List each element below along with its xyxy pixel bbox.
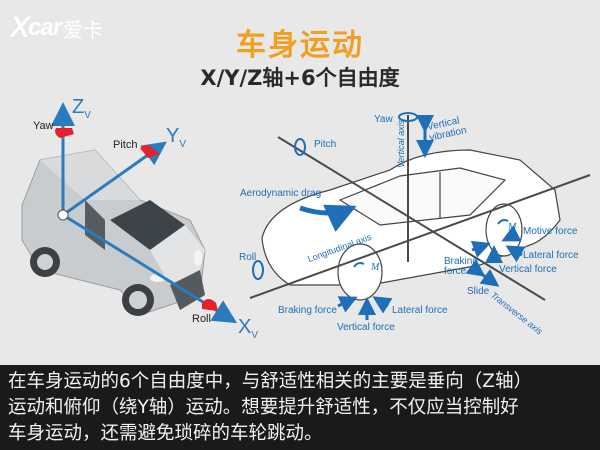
yaw-label: Yaw [33,120,54,132]
roll-rotation-label: Roll [239,252,257,263]
rotation-arrows-blue [252,112,509,280]
pitch-rotation-label: Pitch [314,139,337,150]
rear-wheel-moment-label: M [508,222,517,233]
caption-line-2: 运动和俯仰（绕Y轴）运动。想要提升舒适性，不仅应当控制好 [8,397,519,418]
caption-line-1: 在车身运动的6个自由度中，与舒适性相关的主要是垂向（Z轴） [8,371,532,392]
logo-mark: X [10,11,30,44]
logo-chinese: 爱卡 [63,17,104,42]
vertical-force-front-label: Vertical force [337,322,395,333]
y-axis-label: YV [166,125,187,150]
force-arrows [299,115,526,320]
caption-box: 在车身运动的6个自由度中，与舒适性相关的主要是垂向（Z轴） 运动和俯仰（绕Y轴）… [0,365,600,450]
page-subtitle: X/Y/Z轴+6个自由度 [200,66,400,90]
z-axis-label: ZV [72,96,91,121]
lateral-force-front-label: Lateral force [392,305,448,316]
x-axis-label: XV [238,316,259,341]
braking-force-front-label: Braking force [278,305,337,316]
page-title: 车身运动 [236,28,364,63]
logo-wordmark: car [28,14,62,41]
sedan-axes [249,115,591,301]
aerodynamic-drag-label: Aerodynamic drag [240,188,322,199]
motive-force-label: Motive force [523,226,578,237]
yaw-rotation-label: Yaw [374,114,393,125]
rotation-arrows-red [55,128,218,311]
roll-label: Roll [192,313,211,325]
diagram-stage: X car 爱卡 车身运动 X/Y/Z轴+6个自由度 [10,11,591,341]
lateral-force-rear-label: Lateral force [523,250,579,261]
slide-label: Slide [467,286,490,297]
vertical-axis-label: Vertical axis [396,119,406,168]
vertical-force-rear-label: Vertical force [499,264,557,275]
xcar-logo: X car 爱卡 [10,11,104,44]
caption-line-3: 车身运动，还需避免琐碎的车轮跳动。 [8,423,323,444]
van-illustration [21,149,206,316]
pitch-label: Pitch [113,139,138,151]
front-wheel-moment-label: M [371,262,380,273]
diagram-graphics [21,102,591,324]
